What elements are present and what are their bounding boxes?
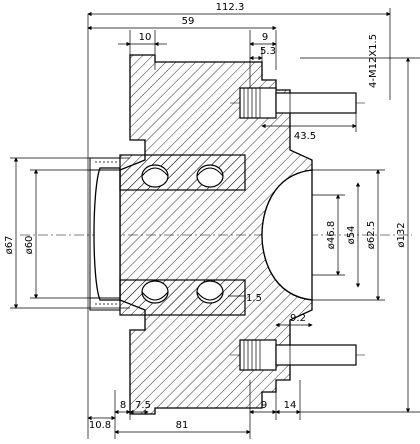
dim-pilot-depth: 9.2 <box>290 313 306 324</box>
hub-section <box>93 54 313 415</box>
dim-flange-to-face: 59 <box>182 16 195 27</box>
dim-hub-length: 81 <box>176 420 189 431</box>
stud-bottom <box>239 339 357 371</box>
dim-offset-left: 10.8 <box>89 420 111 431</box>
dim-ring-gap: 8 <box>120 400 126 411</box>
dim-bore-mid: ø54 <box>346 226 357 245</box>
dim-stud-tip: 14 <box>284 400 297 411</box>
dim-stud-base: 9 <box>261 400 267 411</box>
dim-overall-width: 112.3 <box>216 2 245 13</box>
dim-ring-width: 7.5 <box>135 400 151 411</box>
seal-ring <box>89 157 121 311</box>
dim-bearing-od: ø67 <box>4 236 15 255</box>
bearing-bottom <box>119 279 246 316</box>
dim-thread-spec: 4-M12X1.5 <box>368 34 379 88</box>
dim-flange-thickness: 10 <box>139 32 152 43</box>
dim-stud-shoulder: 5.3 <box>260 46 276 57</box>
bottom-dimensions <box>87 322 313 435</box>
dim-pcd-dia: ø132 <box>396 222 407 247</box>
bearing-top <box>119 154 246 191</box>
dim-stud-length: 43.5 <box>294 131 316 142</box>
dim-chamfer: 1.5 <box>246 293 262 304</box>
dim-pilot-dia: ø62.5 <box>366 221 377 249</box>
vertical-dimensions <box>13 57 411 413</box>
right-extension-lines <box>295 57 420 413</box>
top-dimensions <box>87 11 391 132</box>
dim-bore-small: ø46.8 <box>326 221 337 249</box>
stud-top <box>239 87 357 119</box>
dim-seal-id: ø60 <box>24 236 35 255</box>
dim-stud-head: 9 <box>262 32 268 43</box>
